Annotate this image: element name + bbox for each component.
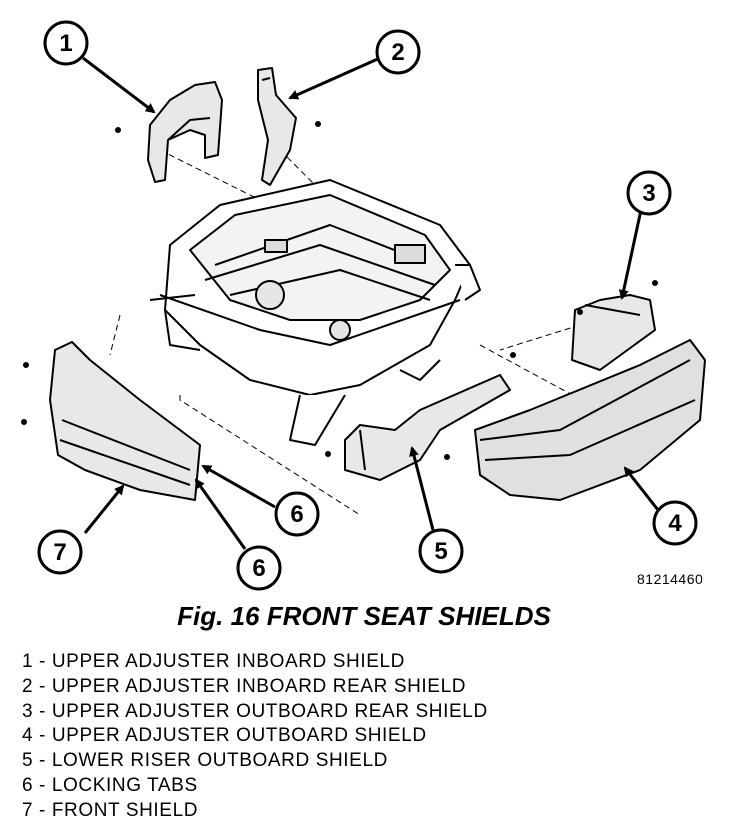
callout-6b: 6 <box>236 545 282 591</box>
legend-item: 3 - UPPER ADJUSTER OUTBOARD REAR SHIELD <box>22 700 488 722</box>
svg-text:6: 6 <box>252 555 265 582</box>
seat-frame <box>149 179 481 446</box>
legend-item: 4 - UPPER ADJUSTER OUTBOARD SHIELD <box>22 725 427 747</box>
legend-item: 5 - LOWER RISER OUTBOARD SHIELD <box>22 750 388 772</box>
part-3-outboard-rear-shield <box>571 294 656 371</box>
screw-icon <box>115 127 121 133</box>
part-7-front-shield <box>49 341 201 501</box>
callout-1: 1 <box>43 20 89 66</box>
seat-shields-diagram: 1 2 3 4 5 6 6 7 <box>21 20 706 591</box>
screw-icon <box>652 280 658 286</box>
screw-icon <box>444 454 450 460</box>
svg-text:6: 6 <box>290 501 303 528</box>
alignment-lines <box>109 149 601 516</box>
part-1-inboard-shield <box>147 81 223 183</box>
figure-code: 81214460 <box>637 571 704 587</box>
part-2-inboard-rear-shield <box>257 67 297 186</box>
legend: 1 - UPPER ADJUSTER INBOARD SHIELD 2 - UP… <box>22 650 488 824</box>
screw-icon <box>325 451 331 457</box>
svg-text:3: 3 <box>642 180 655 207</box>
callout-2: 2 <box>375 29 421 75</box>
callout-4: 4 <box>652 500 698 546</box>
screw-icon <box>21 419 27 425</box>
legend-item: 6 - LOCKING TABS <box>22 774 198 796</box>
callout-3: 3 <box>626 170 672 216</box>
fasteners <box>21 121 658 460</box>
svg-text:2: 2 <box>391 39 404 66</box>
svg-text:7: 7 <box>53 539 66 566</box>
svg-text:1: 1 <box>59 30 72 57</box>
screw-icon <box>577 309 583 315</box>
screw-icon <box>315 121 321 127</box>
legend-item: 7 - FRONT SHIELD <box>22 799 199 821</box>
leader-arrows <box>82 56 660 550</box>
callouts: 1 2 3 4 5 6 6 7 <box>37 20 698 591</box>
callout-6a: 6 <box>274 491 320 537</box>
callout-7: 7 <box>37 529 83 575</box>
svg-text:4: 4 <box>668 510 682 537</box>
part-5-lower-riser-shield <box>344 374 511 481</box>
legend-item: 1 - UPPER ADJUSTER INBOARD SHIELD <box>22 651 405 672</box>
callout-5: 5 <box>418 528 464 574</box>
svg-text:5: 5 <box>434 538 447 565</box>
part-4-outboard-shield <box>474 339 706 501</box>
screw-icon <box>23 362 29 368</box>
figure-caption: Fig. 16 FRONT SEAT SHIELDS <box>177 601 551 631</box>
legend-item: 2 - UPPER ADJUSTER INBOARD REAR SHIELD <box>22 675 467 697</box>
screw-icon <box>510 352 516 358</box>
